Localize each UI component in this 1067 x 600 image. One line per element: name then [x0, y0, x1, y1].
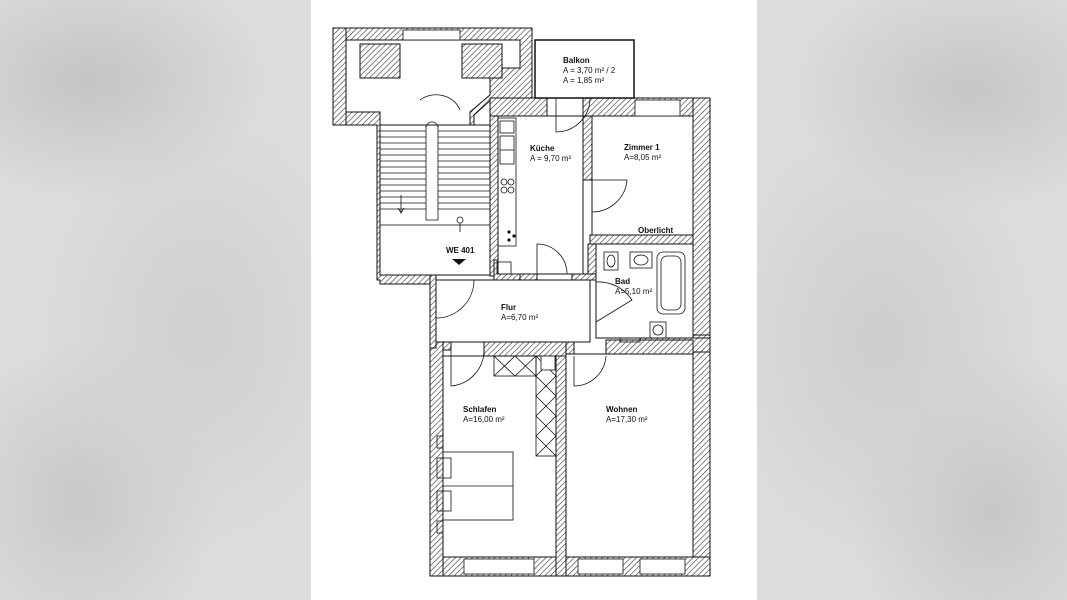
unit-label: WE 401 [446, 246, 475, 255]
bad-name: Bad [615, 277, 630, 286]
kitchen-north-wall [489, 97, 548, 117]
east-wall [692, 97, 711, 354]
door-entrance [435, 279, 475, 319]
zimmer1-name: Zimmer 1 [624, 143, 660, 152]
wohnen-area: A=17,30 m² [606, 415, 648, 424]
door-schlafen [450, 349, 485, 387]
schlafen-wohnen-wall [555, 355, 567, 577]
zimmer1-area: A=8,05 m² [624, 153, 661, 162]
oberlicht-label: Oberlicht [638, 226, 673, 235]
bath-fittings [603, 251, 686, 343]
window-stair [402, 29, 461, 41]
flur-south-wall-left [442, 341, 452, 351]
flur-name: Flur [501, 303, 516, 312]
windows [402, 29, 686, 575]
kitchen-zimmer-wall [582, 115, 593, 181]
kitchen-floor [497, 115, 584, 275]
wardrobes [493, 355, 557, 457]
door-zimmer [591, 179, 628, 213]
zimmer-bad-wall [589, 234, 694, 245]
west-wall-lower [429, 341, 444, 577]
labels: Balkon A = 3,70 m² / 2 A = 1,85 m² Küche… [446, 56, 673, 424]
wohnen-north-wall-right [605, 339, 694, 355]
east-wall-lower [692, 334, 711, 577]
stair-west-wall [332, 27, 347, 126]
flur-floor [435, 279, 591, 343]
schlafen-name: Schlafen [463, 405, 496, 414]
kitchen-flur-wall [519, 273, 538, 281]
room-floors [379, 115, 694, 558]
bad-floor [595, 243, 694, 339]
bad-west-wall [587, 243, 597, 279]
door-wohnen [573, 355, 607, 387]
kueche-area: A = 9,70 m² [530, 154, 571, 163]
window-zimmer [634, 99, 681, 117]
door-bad [595, 281, 633, 323]
balcony [534, 39, 635, 99]
schlafen-area: A=16,00 m² [463, 415, 505, 424]
door-balcony [555, 97, 591, 133]
flur-bad-wall [571, 273, 597, 281]
window-schlafen [463, 558, 535, 575]
window-wohnen-right [639, 558, 686, 575]
flur-area: A=6,70 m² [501, 313, 538, 322]
top-pillar-right [461, 43, 503, 79]
entrance-arrow-icon [452, 259, 466, 265]
wohnen-name: Wohnen [606, 405, 638, 414]
door-kueche [536, 243, 568, 275]
flur-south-wall-mid [483, 341, 571, 357]
top-pillar-left [359, 43, 401, 79]
balkon-area-1: A = 3,70 m² / 2 [563, 66, 616, 75]
wohnen-floor [565, 353, 694, 558]
kueche-name: Küche [530, 144, 555, 153]
balkon-name: Balkon [563, 56, 590, 65]
stair-flur-wall [489, 115, 499, 277]
zimmer-floor [591, 115, 694, 236]
window-wohnen-left [577, 558, 624, 575]
schlafen-floor [442, 355, 557, 558]
kitchen-fittings [496, 117, 517, 275]
stair-floor [379, 124, 491, 276]
staircase [379, 94, 491, 232]
balkon-area-2: A = 1,85 m² [563, 76, 604, 85]
bed [436, 435, 514, 534]
doors [435, 97, 633, 387]
west-wall-flur [429, 269, 437, 349]
bad-area: A=5,10 m² [615, 287, 652, 296]
